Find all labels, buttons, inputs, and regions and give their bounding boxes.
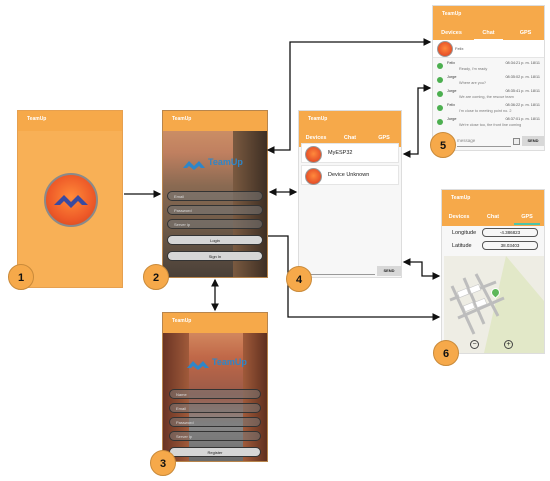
map-view[interactable]: − + <box>444 256 544 353</box>
app-title: TeamUp <box>308 116 328 122</box>
send-button[interactable]: SEND <box>522 136 544 146</box>
online-dot-icon <box>437 105 443 111</box>
app-logo <box>44 173 98 227</box>
login-button[interactable]: Login <box>167 235 263 245</box>
logo-text: TeamUp <box>212 357 247 367</box>
step-badge-5: 5 <box>430 132 456 158</box>
longitude-value: -4.386823 <box>482 228 538 237</box>
app-title: TeamUp <box>451 195 471 201</box>
app-title: TeamUp <box>172 116 192 122</box>
screen-login: TeamUp TeamUp Email Password Server ip L… <box>162 110 268 278</box>
message-input[interactable]: message <box>457 138 511 147</box>
screen-devices: TeamUp Devices Chat GPS MyESP32 Device U… <box>298 110 402 278</box>
screen-splash: TeamUp <box>17 110 123 288</box>
app-header: TeamUp <box>163 111 267 131</box>
tab-bar: Devices Chat GPS <box>442 210 544 226</box>
send-button[interactable]: SEND <box>377 266 401 276</box>
arrow-devices-to-gps <box>402 258 441 280</box>
longitude-label: Longitude <box>452 230 477 236</box>
register-logo: TeamUp <box>185 357 255 370</box>
device-avatar-icon <box>305 168 322 185</box>
tab-devices[interactable]: Devices <box>448 214 470 220</box>
logo-text: TeamUp <box>208 157 243 167</box>
zoom-out-icon[interactable]: − <box>470 340 479 349</box>
password-input[interactable]: Password <box>167 205 263 215</box>
step-badge-1: 1 <box>8 264 34 290</box>
app-header: TeamUp <box>18 111 122 131</box>
chat-header: Felix <box>433 40 544 58</box>
password-input[interactable]: Password <box>169 417 261 427</box>
step-badge-3: 3 <box>150 450 176 476</box>
screen-register: TeamUp TeamUp Name Email Password Server… <box>162 312 268 462</box>
app-header: TeamUp <box>442 190 544 210</box>
email-input[interactable]: Email <box>169 403 261 413</box>
app-header: TeamUp <box>299 111 401 131</box>
message-placeholder: message <box>457 138 476 143</box>
app-title: TeamUp <box>172 318 192 324</box>
server-ip-input[interactable]: Server ip <box>167 219 263 229</box>
step-badge-4: 4 <box>286 266 312 292</box>
device-avatar-icon <box>305 146 322 163</box>
sign-in-button[interactable]: Sign In <box>167 251 263 261</box>
step-badge-2: 2 <box>143 264 169 290</box>
tab-chat[interactable]: Chat <box>486 214 500 220</box>
contact-avatar-icon <box>437 41 453 57</box>
tab-devices[interactable]: Devices <box>441 30 462 36</box>
attach-icon[interactable] <box>513 138 520 145</box>
logo-mark-icon <box>54 195 88 208</box>
map-roads <box>444 256 544 353</box>
device-row[interactable]: MyESP32 <box>301 143 399 163</box>
logo-mark-icon <box>187 361 209 370</box>
online-dot-icon <box>437 77 443 83</box>
app-title: TeamUp <box>442 11 462 17</box>
logo-mark-icon <box>183 161 205 170</box>
server-ip-input[interactable]: Server ip <box>169 431 261 441</box>
tab-gps[interactable]: GPS <box>510 210 544 226</box>
zoom-in-icon[interactable]: + <box>504 340 513 349</box>
app-header: TeamUp <box>433 6 544 26</box>
app-header: TeamUp <box>163 313 267 333</box>
arrow-devices-to-chat <box>402 84 432 158</box>
online-dot-icon <box>437 63 443 69</box>
register-button[interactable]: Register <box>169 447 261 457</box>
name-input[interactable]: Name <box>169 389 261 399</box>
device-name: Device Unknown <box>328 172 370 178</box>
screen-gps: TeamUp Devices Chat GPS Longitude -4.386… <box>441 189 545 354</box>
email-input[interactable]: Email <box>167 191 263 201</box>
online-dot-icon <box>437 91 443 97</box>
device-name: MyESP32 <box>328 150 353 156</box>
device-row[interactable]: Device Unknown <box>301 165 399 185</box>
online-dot-icon <box>437 119 443 125</box>
login-logo: TeamUp <box>181 157 251 170</box>
tab-gps[interactable]: GPS <box>519 30 532 36</box>
latitude-value: 38.03403 <box>482 241 538 250</box>
contact-name: Felix <box>455 46 464 51</box>
step-badge-6: 6 <box>433 340 459 366</box>
latitude-label: Latitude <box>452 243 472 249</box>
message-input-line[interactable] <box>303 274 375 275</box>
app-title: TeamUp <box>27 116 47 122</box>
